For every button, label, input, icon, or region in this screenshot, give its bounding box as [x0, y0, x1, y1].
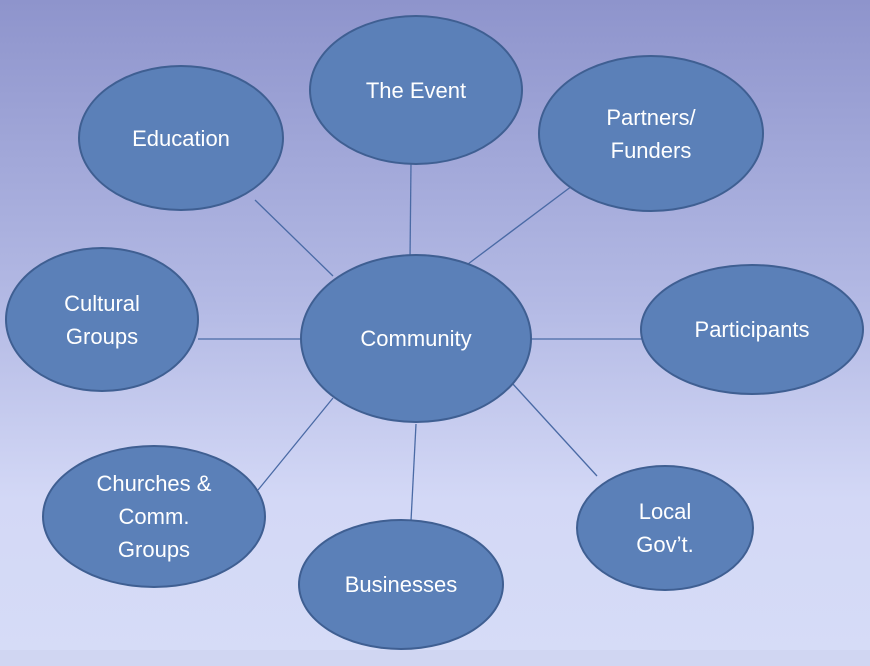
- node-label: Education: [132, 125, 230, 151]
- node-label: Churches & Comm. Groups: [96, 471, 212, 562]
- node-participants: Participants: [640, 264, 864, 395]
- node-label: Cultural Groups: [64, 290, 140, 349]
- node-label: Businesses: [344, 572, 458, 597]
- connector-education: [254, 199, 334, 277]
- connector-local-govt: [511, 382, 598, 477]
- connector-partners-funders: [467, 185, 573, 265]
- connector-the-event: [409, 162, 412, 261]
- node-businesses: Businesses: [298, 519, 504, 650]
- node-label: The Event: [365, 77, 467, 103]
- node-partners-funders: Partners/ Funders: [538, 55, 764, 212]
- node-label: Participants: [694, 317, 810, 342]
- node-churches-comm-groups: Churches & Comm. Groups: [42, 445, 266, 588]
- node-cultural-groups: Cultural Groups: [5, 247, 199, 392]
- center-label: Community: [360, 326, 472, 351]
- node-community-center: Community: [300, 254, 532, 423]
- node-the-event: The Event: [309, 15, 523, 165]
- bottom-band: [0, 650, 870, 666]
- node-label: Partners/ Funders: [606, 104, 696, 163]
- node-label: Local Gov’t.: [636, 499, 694, 557]
- connector-businesses: [410, 423, 417, 522]
- connector-churches-comm-groups: [257, 397, 334, 491]
- node-local-govt: Local Gov’t.: [576, 465, 754, 591]
- node-education: Education: [78, 65, 284, 211]
